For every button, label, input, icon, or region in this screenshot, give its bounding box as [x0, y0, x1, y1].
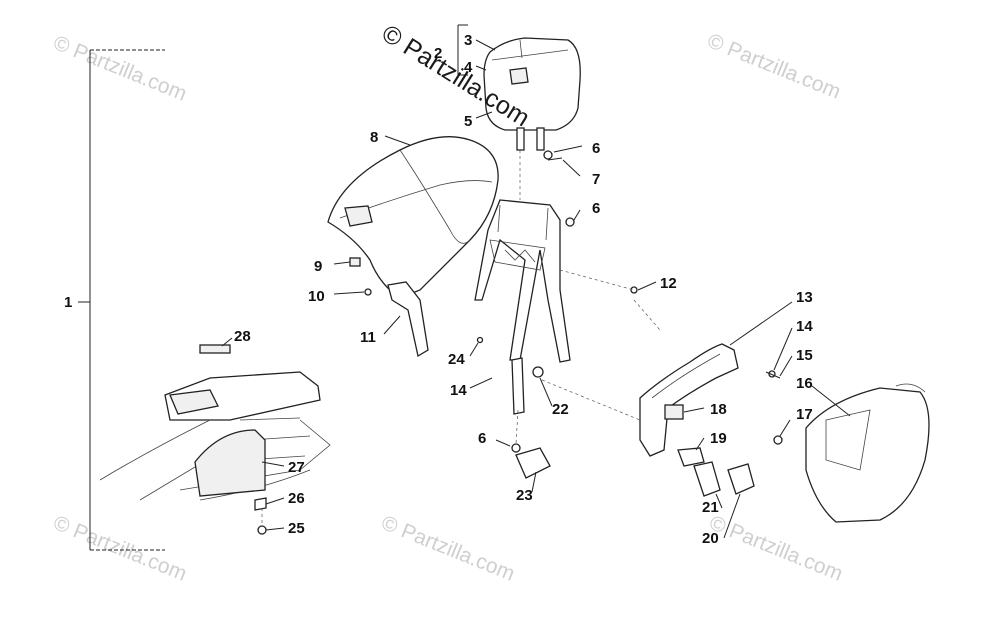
callout-1: 1: [64, 294, 72, 311]
bracket-26: [254, 497, 267, 511]
callout-22: 22: [552, 401, 569, 418]
callout-26: 26: [288, 490, 305, 507]
callout-18: 18: [710, 401, 727, 418]
mounting-rail: [639, 343, 739, 457]
post: [511, 357, 525, 415]
watermark-faint-group: © Partzilla.com © Partzilla.com © Partzi…: [50, 29, 846, 585]
callout-19: 19: [710, 430, 727, 447]
washer-24: [476, 336, 484, 344]
fastener-17: [773, 435, 783, 445]
nut-10: [364, 288, 372, 296]
callout-11: 11: [360, 329, 376, 346]
spacer-18: [664, 404, 684, 420]
washer-6c: [511, 443, 521, 453]
seat-cushion: [327, 136, 499, 299]
callout-25: 25: [288, 520, 305, 537]
callout-23: 23: [516, 487, 533, 504]
callout-2: 2: [434, 45, 442, 62]
clamp-23: [515, 447, 551, 479]
watermark-faint: © Partzilla.com: [706, 511, 846, 585]
callout-17: 17: [796, 406, 813, 423]
backrest-pad: [483, 37, 581, 151]
callout-7: 7: [592, 171, 600, 188]
watermark-faint: © Partzilla.com: [378, 511, 518, 585]
callout-labels: 1 2 3 4 5 6 6 6 7 8 9 10 11 12 13 14 14 …: [64, 32, 813, 547]
leader-lines: [221, 39, 851, 539]
callout-15: 15: [796, 347, 813, 364]
bolt-15: [765, 371, 781, 379]
callout-14: 14: [450, 382, 467, 399]
backrest-frame: [474, 199, 571, 363]
callout-3: 3: [464, 32, 472, 49]
storage-box-27: [194, 429, 266, 497]
plate-21: [693, 461, 721, 497]
callout-27: 27: [288, 459, 305, 476]
clip-12: [630, 286, 638, 294]
washer-6b: [565, 217, 575, 227]
callout-13: 13: [796, 289, 813, 306]
watermark-faint: © Partzilla.com: [704, 29, 844, 103]
side-bag: [805, 383, 930, 523]
plate-20: [727, 463, 755, 495]
callout-4: 4: [464, 59, 473, 76]
callout-12: 12: [660, 275, 677, 292]
callout-20: 20: [702, 530, 719, 547]
callout-8: 8: [370, 129, 378, 146]
seat-bracket-11: [387, 281, 429, 358]
callout-21: 21: [702, 499, 719, 516]
callout-14: 14: [796, 318, 813, 335]
callout-5: 5: [464, 113, 472, 130]
plate-19: [677, 447, 705, 467]
callout-6: 6: [592, 140, 600, 157]
callout-28: 28: [234, 328, 251, 345]
callout-10: 10: [308, 288, 325, 305]
watermark-faint: © Partzilla.com: [50, 31, 190, 105]
bushing-22: [532, 366, 544, 378]
grommet-9: [349, 257, 361, 267]
callout-9: 9: [314, 258, 322, 275]
decal-28: [199, 344, 231, 354]
watermark-faint: © Partzilla.com: [50, 511, 190, 585]
assembly-bracket-2: [457, 24, 468, 76]
callout-6: 6: [592, 200, 600, 217]
screw-7: [547, 157, 563, 161]
callout-24: 24: [448, 351, 465, 368]
fastener-25: [257, 525, 267, 535]
washer-6a: [543, 150, 553, 160]
assembly-bracket-1: [78, 49, 165, 551]
callout-6: 6: [478, 430, 486, 447]
callout-16: 16: [796, 375, 813, 392]
